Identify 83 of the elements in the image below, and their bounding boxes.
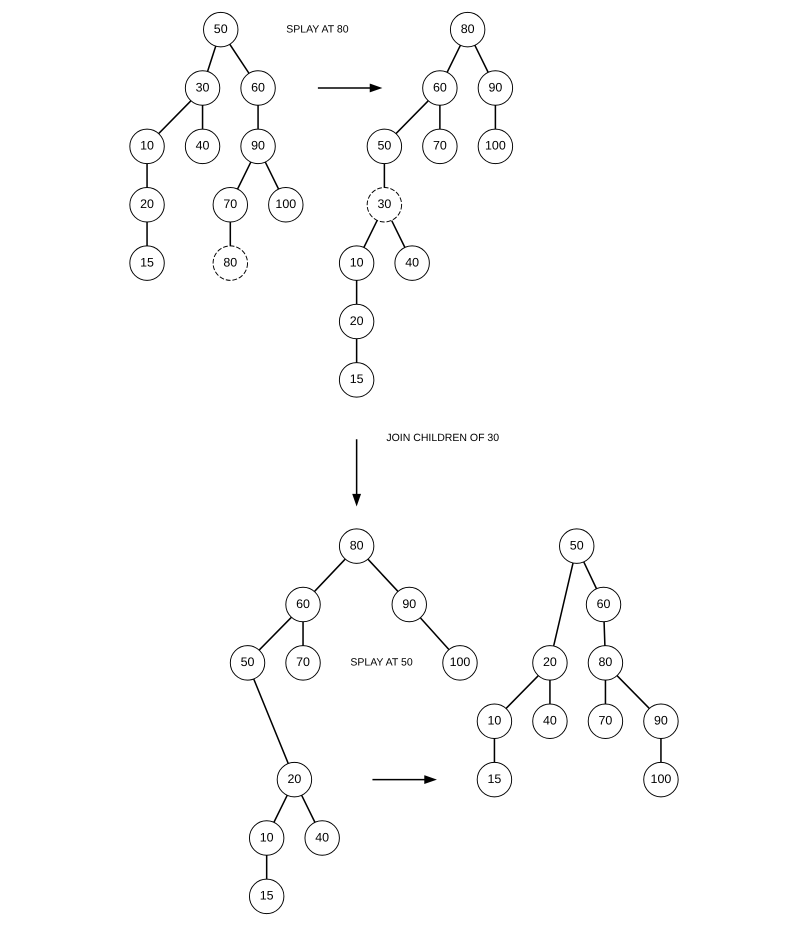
connector [273,795,288,822]
node-circle: 50 [559,528,594,564]
node-circle: 15 [248,878,284,914]
node-circle: 70 [588,704,624,739]
connector [446,45,462,72]
label: JOIN CHILDREN OF 30 [386,432,500,444]
node-circle: 70 [212,187,248,222]
node-circle: 60 [586,586,622,622]
connector [363,220,378,248]
connector [367,558,398,592]
connector [583,562,598,589]
node-circle: 40 [394,245,430,281]
connector [230,222,232,246]
node-circle: 100 [478,128,514,164]
connector [236,162,252,190]
label: SPLAY AT 50 [350,656,413,669]
connector [474,45,489,72]
node-circle: 20 [532,645,568,681]
connector [506,675,539,709]
connector [146,222,148,246]
connector [356,338,358,362]
node-circle: 40 [532,704,568,739]
connector [258,616,292,650]
node-circle: 90 [478,70,514,106]
node-circle: 80 [338,528,374,564]
node-circle: 30 [184,70,220,106]
node-circle: 100 [268,187,304,222]
node-circle: 100 [442,645,478,681]
node-circle: 80 [588,645,624,681]
node-circle: 30 [366,187,402,222]
connector [356,280,358,304]
connector [314,558,346,592]
node-circle: 10 [248,820,284,856]
connector [603,622,606,646]
node-circle: 90 [643,704,679,739]
node-circle: 70 [285,645,321,681]
connector [604,680,606,704]
connector [494,105,496,129]
node-circle: 100 [643,762,679,798]
label: SPLAY AT 80 [286,23,349,36]
connector [158,100,192,134]
node-circle: 10 [338,245,374,281]
connector [257,105,259,129]
connector [146,164,148,188]
connector [390,220,406,248]
connector [206,46,216,72]
node-circle: 20 [129,187,165,222]
node-circle: 15 [476,762,512,798]
connector [660,738,662,762]
connector [494,738,496,762]
node-circle: 60 [240,70,276,106]
connector [420,617,450,650]
connector [229,44,250,74]
node-circle: 10 [476,704,512,739]
node-circle: 70 [422,128,458,164]
connector [439,105,441,129]
connector [202,105,204,129]
node-circle: 15 [129,245,165,281]
connector [253,679,289,764]
connector [264,162,280,190]
node-circle: 40 [304,820,340,856]
node-circle: 60 [285,586,321,622]
connector [266,855,268,879]
node-circle: 50 [366,128,402,164]
node-circle: 20 [276,762,312,798]
node-circle: 20 [338,304,374,340]
connector [616,675,650,709]
node-circle: 80 [450,12,486,48]
node-circle: 50 [203,12,238,48]
node-circle: 15 [338,362,374,398]
node-circle: 50 [230,645,266,681]
connector [384,164,386,188]
node-circle: 60 [422,70,458,106]
connector [396,100,429,134]
connector [552,562,574,646]
node-circle: 10 [129,128,165,164]
node-circle: 40 [184,128,220,164]
node-circle: 90 [392,586,427,622]
node-circle: 90 [240,128,276,164]
connector [549,680,551,704]
connector [301,795,316,822]
connector [302,622,304,646]
node-circle: 80 [212,245,248,281]
